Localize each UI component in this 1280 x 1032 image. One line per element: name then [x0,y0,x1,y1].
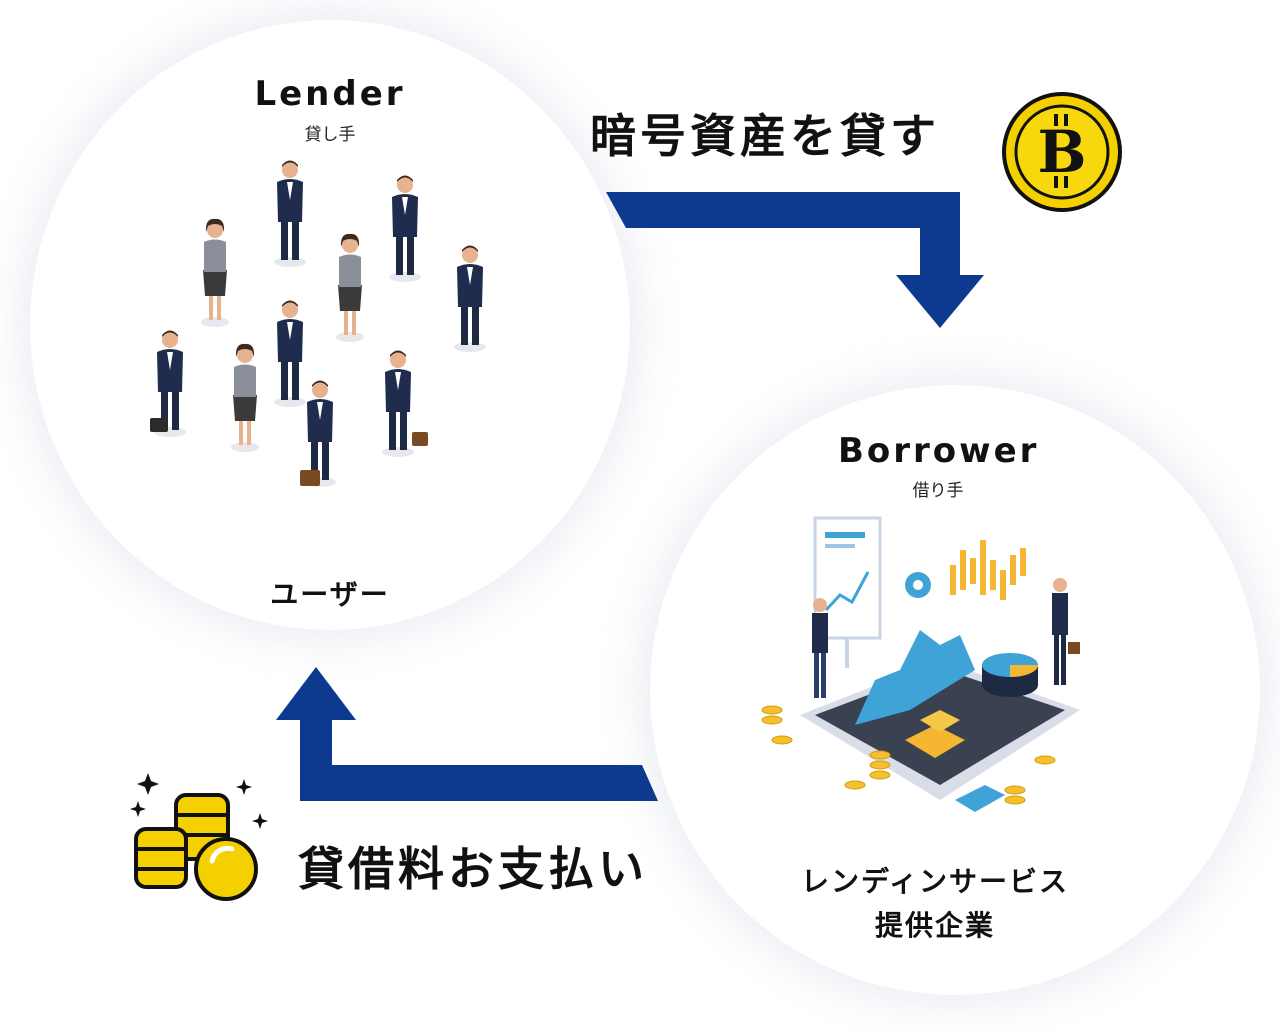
fee-payment-label: 貸借料お支払い [298,842,648,896]
finance-platform-illustration [761,516,1080,812]
lend-arrow [606,192,984,328]
borrower-title: Borrower [838,431,1040,471]
lender-label: ユーザー [270,578,390,611]
lender-circle [30,20,630,630]
business-people-illustration [150,160,486,487]
lend-assets-label: 暗号資産を貸す [590,109,940,163]
svg-text:B: B [1037,118,1086,186]
borrower-label-line2: 提供企業 [874,909,995,942]
bitcoin-coin-icon: B [1002,92,1122,212]
coin-stack-icon [130,773,268,901]
borrower-subtitle: 借り手 [912,481,964,501]
lender-title: Lender [254,74,406,114]
lender-subtitle: 貸し手 [304,125,356,145]
fee-payment-arrow [276,667,658,801]
borrower-label-line1: レンディンサービス [800,865,1070,898]
